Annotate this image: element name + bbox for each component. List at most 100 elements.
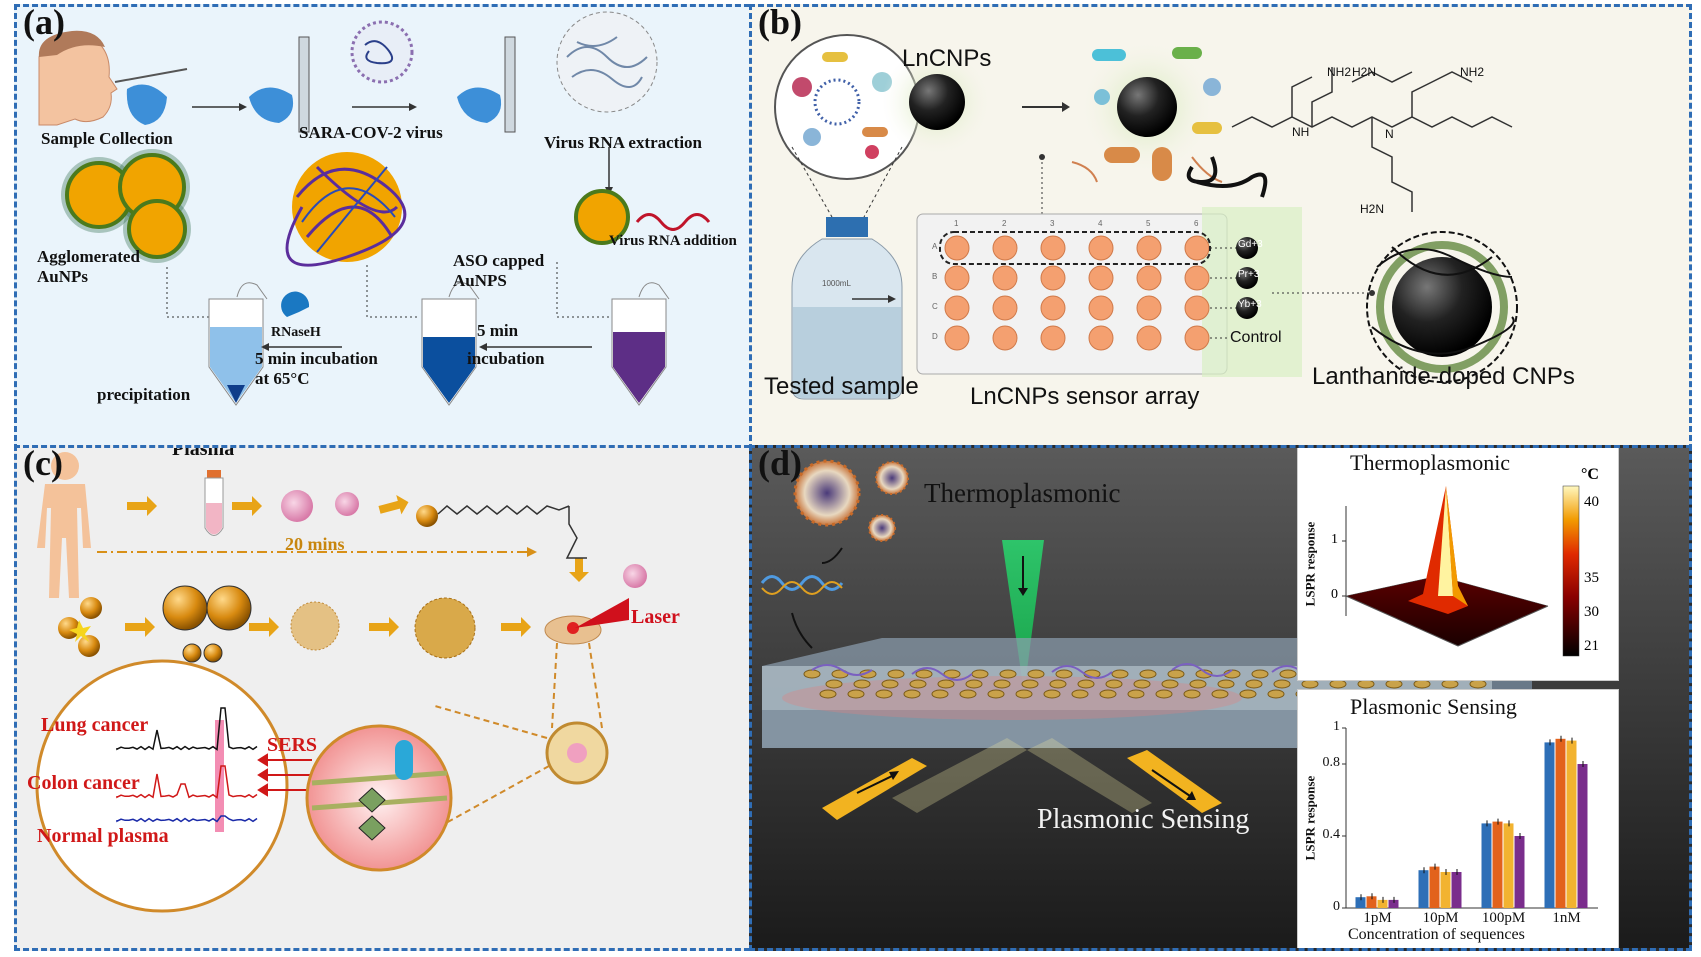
colorbar-tick-35: 35 — [1584, 570, 1599, 586]
bar — [1366, 896, 1377, 908]
col-label-2: 2 — [1002, 219, 1007, 228]
gold-nanodisk — [825, 679, 843, 689]
gold-nanodisk — [1183, 689, 1201, 699]
sensor-array-label: LnCNPs sensor array — [970, 383, 1200, 410]
tube-purple-icon — [611, 282, 670, 406]
gold-nanodisk — [819, 689, 837, 699]
cell-icon — [281, 490, 313, 522]
thermo-surface-graphic — [1342, 485, 1580, 657]
aso-label-1: ASO capped — [453, 251, 545, 270]
chem-nh: NH — [1292, 125, 1310, 139]
bar — [1481, 823, 1492, 908]
x-tick-label: 1nM — [1552, 910, 1581, 926]
well-C1 — [944, 295, 970, 321]
gold-nanodisk — [1127, 689, 1145, 699]
tube-dark-blue-icon — [421, 282, 480, 406]
col-label-3: 3 — [1050, 219, 1055, 228]
panel-c-label: (c) — [23, 445, 63, 483]
gold-nanodisk — [1161, 679, 1179, 689]
row-label-B: B — [932, 272, 938, 281]
gold-nanodisk — [1077, 679, 1095, 689]
tube-precipitation-icon — [208, 282, 268, 406]
gold-nanodisk — [1105, 679, 1123, 689]
y-tick-label: 0 — [1333, 899, 1340, 914]
thermo-ytick-1: 1 — [1331, 532, 1338, 547]
well-C2 — [992, 295, 1018, 321]
well-B6 — [1184, 265, 1210, 291]
colorbar — [1562, 485, 1580, 657]
colorbar-tick-30: 30 — [1584, 604, 1599, 620]
gold-nanodisk — [853, 679, 871, 689]
well-B4 — [1088, 265, 1114, 291]
bar — [1355, 897, 1366, 908]
well-A6 — [1184, 235, 1210, 261]
gold-nanodisk — [1133, 679, 1151, 689]
well-B1 — [944, 265, 970, 291]
well-D4 — [1088, 325, 1114, 351]
gold-nanodisk — [903, 689, 921, 699]
panel-c: (c) Plasma 20 mins Laser SERS Lung cance… — [14, 445, 759, 951]
aso-capped-aunp-icon — [574, 189, 630, 245]
marker-pr: Pr+3 — [1238, 269, 1260, 280]
normal-plasma-label: Normal plasma — [37, 825, 169, 847]
colon-spectrum — [116, 765, 258, 799]
well-D2 — [992, 325, 1018, 351]
plasmonic-sensing-chart: Plasmonic Sensing LSPR response Concentr… — [1297, 689, 1619, 948]
panel-d-label: (d) — [758, 445, 802, 483]
green-light-beam — [1002, 540, 1044, 693]
marker-gd: Gd+3 — [1238, 239, 1263, 250]
gold-nanodisk — [909, 679, 927, 689]
col-label-5: 5 — [1146, 219, 1151, 228]
bar — [1418, 870, 1429, 908]
spark-icon — [69, 620, 91, 642]
gold-nanodisk — [1273, 679, 1291, 689]
gold-nanodisk — [887, 669, 905, 679]
gold-nanodisk — [1245, 679, 1263, 689]
gold-nanodisk — [1111, 669, 1129, 679]
panel-a: (a) Sample Collection SARA-COV-2 virus V… — [14, 4, 759, 450]
chart-title: Plasmonic Sensing — [1350, 694, 1517, 719]
bar — [1503, 823, 1514, 908]
colon-cancer-label: Colon cancer — [27, 772, 140, 794]
gold-nanodisk — [1155, 689, 1173, 699]
faceted-particles-icon — [162, 585, 252, 663]
col-label-1: 1 — [954, 219, 959, 228]
well-A4 — [1088, 235, 1114, 261]
lanthanide-doped-cnp-icon — [1366, 231, 1518, 383]
panel-b-label: (b) — [758, 4, 802, 42]
bar — [1566, 740, 1577, 908]
gold-nanodisk — [1189, 679, 1207, 689]
gold-nanodisk — [1211, 689, 1229, 699]
thermoplasmonic-inset: Thermoplasmonic LSPR response 1 0 °C 40 … — [1297, 448, 1619, 681]
panel-d: (d) Thermoplasmonic Plasmonic Sensing — [749, 445, 1692, 951]
gold-nanodisk — [1195, 669, 1213, 679]
gold-nanodisk — [1217, 679, 1235, 689]
gold-nanodisk — [1251, 669, 1269, 679]
chem-h2n-1: H2N — [1352, 65, 1377, 79]
thermo-ylabel: LSPR response — [1302, 521, 1318, 607]
bar — [1544, 742, 1555, 908]
bar — [1451, 872, 1462, 908]
row-label-A: A — [932, 242, 938, 251]
normal-spectrum — [116, 815, 258, 823]
control-label: Control — [1230, 329, 1282, 346]
gold-nanodisk — [971, 669, 989, 679]
aso-label-2: AuNPS — [453, 271, 507, 290]
dense-aggregate-icon — [414, 597, 476, 659]
well-C6 — [1184, 295, 1210, 321]
thermo-inset-title: Thermoplasmonic — [1350, 450, 1511, 475]
gold-nanoparticle-icon — [416, 505, 438, 527]
virus-label: SARA-COV-2 virus — [299, 123, 443, 142]
gold-nanodisk — [1279, 669, 1297, 679]
gold-nanodisk — [987, 689, 1005, 699]
rna-addition-label: Virus RNA addition — [609, 233, 737, 249]
gold-nanodisk — [965, 679, 983, 689]
panel-b-graphics — [774, 34, 1518, 400]
plasma-label: Plasma — [172, 445, 235, 460]
well-A3 — [1040, 235, 1066, 261]
lncnp-particle-icon — [909, 74, 965, 130]
y-tick-label: 1 — [1333, 719, 1340, 734]
agglomerated-aunps-icon — [61, 149, 191, 263]
precipitation-label: precipitation — [97, 385, 191, 404]
incubation-65-label-2: at 65°C — [255, 369, 310, 388]
